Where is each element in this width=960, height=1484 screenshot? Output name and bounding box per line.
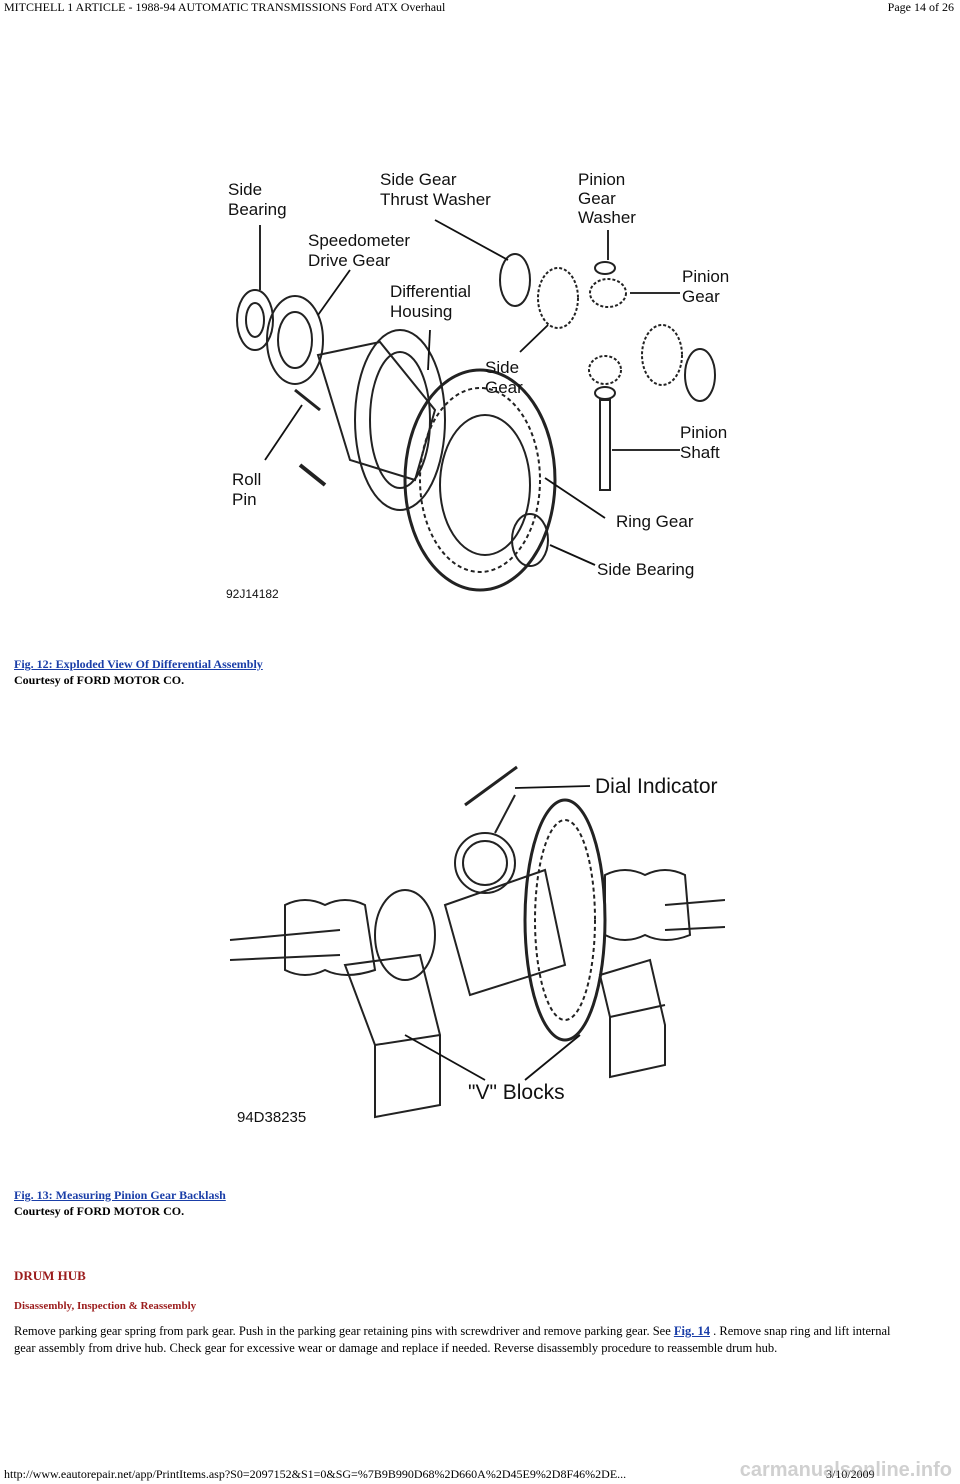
roll-pin-part xyxy=(294,388,321,412)
label-diff-housing-line2: Housing xyxy=(390,302,452,321)
figure-12-caption-link[interactable]: Fig. 12: Exploded View Of Differential A… xyxy=(14,657,263,671)
label-pinion-washer-line3: Washer xyxy=(578,208,636,227)
footer-date: 3/10/2009 xyxy=(826,1467,875,1481)
label-v-blocks: "V" Blocks xyxy=(468,1081,565,1104)
pinion-gear-top xyxy=(589,278,627,308)
side-gear-bottom-part xyxy=(641,324,683,386)
side-bearing-left-bore xyxy=(245,302,265,338)
label-pinion-gear-line2: Gear xyxy=(682,287,720,306)
section-title-drum-hub: DRUM HUB xyxy=(14,1268,86,1283)
dial-indicator-face xyxy=(454,832,516,894)
pinion-shaft-part xyxy=(599,399,611,491)
label-pinion-washer-line2: Gear xyxy=(578,189,616,208)
diff-case xyxy=(443,868,567,997)
side-bearing-bottom-part xyxy=(511,513,549,567)
drum-hub-paragraph: Remove parking gear spring from park gea… xyxy=(14,1323,914,1357)
label-roll-pin-line2: Pin xyxy=(232,490,257,509)
figure-13-code: 94D38235 xyxy=(237,1109,306,1126)
left-cv-boot xyxy=(284,899,377,976)
label-speedometer-line1: Speedometer xyxy=(308,231,410,250)
label-diff-housing-line1: Differential xyxy=(390,282,471,301)
header-title: MITCHELL 1 ARTICLE - 1988-94 AUTOMATIC T… xyxy=(4,0,446,14)
bolt-part xyxy=(298,463,327,487)
label-speedometer-line2: Drive Gear xyxy=(308,251,391,270)
side-gear-top-part xyxy=(537,267,579,329)
figure-13-backlash-measurement: Dial Indicator "V" Blocks 94D38235 xyxy=(225,755,725,1140)
label-side-gear-line2: Gear xyxy=(485,378,523,397)
figure-12-courtesy: Courtesy of FORD MOTOR CO. xyxy=(14,673,185,687)
figure-13-drawing: Dial Indicator "V" Blocks 94D38235 xyxy=(229,765,725,1126)
label-ring-gear: Ring Gear xyxy=(616,512,694,531)
speedometer-gear-part xyxy=(266,295,324,385)
ring-gear-part xyxy=(403,368,557,592)
section-subtitle: Disassembly, Inspection & Reassembly xyxy=(14,1300,197,1312)
paragraph-text-part1: Remove parking gear spring from park gea… xyxy=(14,1324,674,1338)
figure-12-exploded-differential: Side Bearing Speedometer Drive Gear Side… xyxy=(200,160,760,610)
pinion-washer-top xyxy=(594,261,616,275)
label-side-bearing-line1: Side xyxy=(228,180,262,199)
page-number: Page 14 of 26 xyxy=(887,0,954,14)
label-pinion-shaft-line1: Pinion xyxy=(680,423,727,442)
figure-13-courtesy: Courtesy of FORD MOTOR CO. xyxy=(14,1204,185,1218)
label-side-gear-line1: Side xyxy=(485,358,519,377)
label-thrust-washer-line2: Thrust Washer xyxy=(380,190,491,209)
pinion-gear-bottom xyxy=(588,355,622,385)
right-cv-boot xyxy=(604,869,692,941)
left-cv-joint xyxy=(374,889,436,981)
label-dial-indicator: Dial Indicator xyxy=(595,775,718,798)
thrust-washer-bottom-part xyxy=(684,348,716,402)
label-pinion-gear-line1: Pinion xyxy=(682,267,729,286)
v-block-right xyxy=(598,958,666,1079)
paragraph-text-part2: . Remove snap ring and lift internal gea… xyxy=(14,1324,891,1355)
label-pinion-washer-line1: Pinion xyxy=(578,170,625,189)
footer-url: http://www.eautorepair.net/app/PrintItem… xyxy=(4,1467,627,1481)
figure-12-drawing: Side Bearing Speedometer Drive Gear Side… xyxy=(226,170,729,601)
figure-12-code: 92J14182 xyxy=(226,587,279,601)
watermark: carmanualsonline.info xyxy=(739,1459,952,1481)
label-roll-pin-line1: Roll xyxy=(232,470,261,489)
pinion-washer-bottom xyxy=(594,386,616,400)
housing-flange-inner xyxy=(369,351,431,489)
ring-gear-teeth xyxy=(419,387,541,573)
speedometer-gear-bore xyxy=(277,311,313,369)
label-side-bearing-bottom: Side Bearing xyxy=(597,560,694,579)
thrust-washer-part xyxy=(499,253,531,307)
ring-gear-part xyxy=(523,798,607,1042)
label-side-bearing-line2: Bearing xyxy=(228,200,287,219)
ring-gear-teeth xyxy=(534,819,596,1021)
ring-gear-bore xyxy=(439,414,531,556)
housing-flange xyxy=(354,329,446,511)
label-thrust-washer-line1: Side Gear xyxy=(380,170,457,189)
label-pinion-shaft-line2: Shaft xyxy=(680,443,720,462)
figure-14-link[interactable]: Fig. 14 xyxy=(673,1324,710,1338)
side-bearing-left-part xyxy=(236,289,274,351)
v-block-left xyxy=(343,953,441,1119)
figure-13-caption-link[interactable]: Fig. 13: Measuring Pinion Gear Backlash xyxy=(14,1188,226,1202)
